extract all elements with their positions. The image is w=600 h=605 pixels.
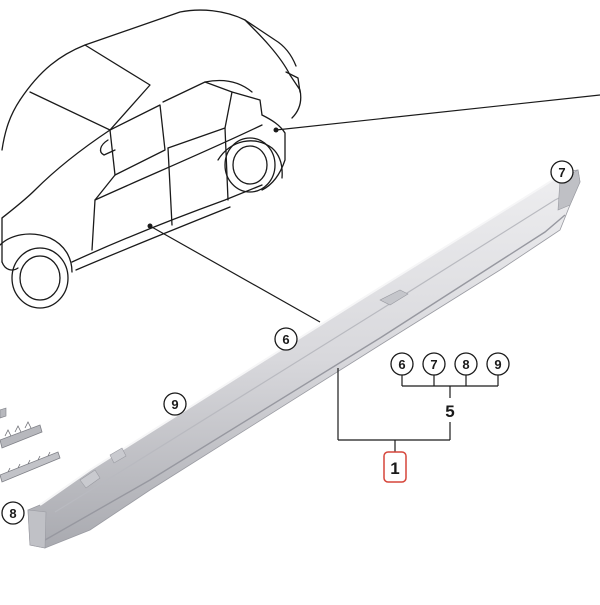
group-total-label: 5 xyxy=(445,402,454,421)
mounting-clip-strips xyxy=(0,407,61,483)
callout-7-sill-label: 7 xyxy=(558,165,565,180)
car-outline-drawing xyxy=(0,9,302,309)
leader-rear-line xyxy=(275,94,600,131)
callout-group-9-label: 9 xyxy=(494,357,501,372)
callout-group-8-label: 8 xyxy=(462,357,469,372)
callout-6-sill: 6 xyxy=(274,327,298,351)
callout-6-sill-label: 6 xyxy=(282,332,289,347)
group-bracket-lines xyxy=(337,368,499,452)
main-part-highlight-box xyxy=(383,451,407,483)
callout-8-bracket: 8 xyxy=(1,501,25,525)
callout-group-8: 8 xyxy=(454,352,478,376)
callout-group-6-label: 6 xyxy=(398,357,405,372)
callout-group-6: 6 xyxy=(390,352,414,376)
leader-lines xyxy=(149,94,600,323)
callout-8-bracket-label: 8 xyxy=(9,506,16,521)
main-part-callout: 1 xyxy=(383,451,407,483)
callout-9-sill: 9 xyxy=(163,392,187,416)
main-part-label: 1 xyxy=(390,459,399,478)
callout-7-sill: 7 xyxy=(550,160,574,184)
callout-9-sill-label: 9 xyxy=(171,397,178,412)
callout-group-7-label: 7 xyxy=(430,357,437,372)
leader-sill-dot xyxy=(147,223,153,229)
leader-rear-dot xyxy=(273,127,279,133)
leader-sill-line xyxy=(149,225,321,323)
callout-group-9: 9 xyxy=(486,352,510,376)
side-skirt-panel xyxy=(27,169,581,549)
callout-group-7: 7 xyxy=(422,352,446,376)
